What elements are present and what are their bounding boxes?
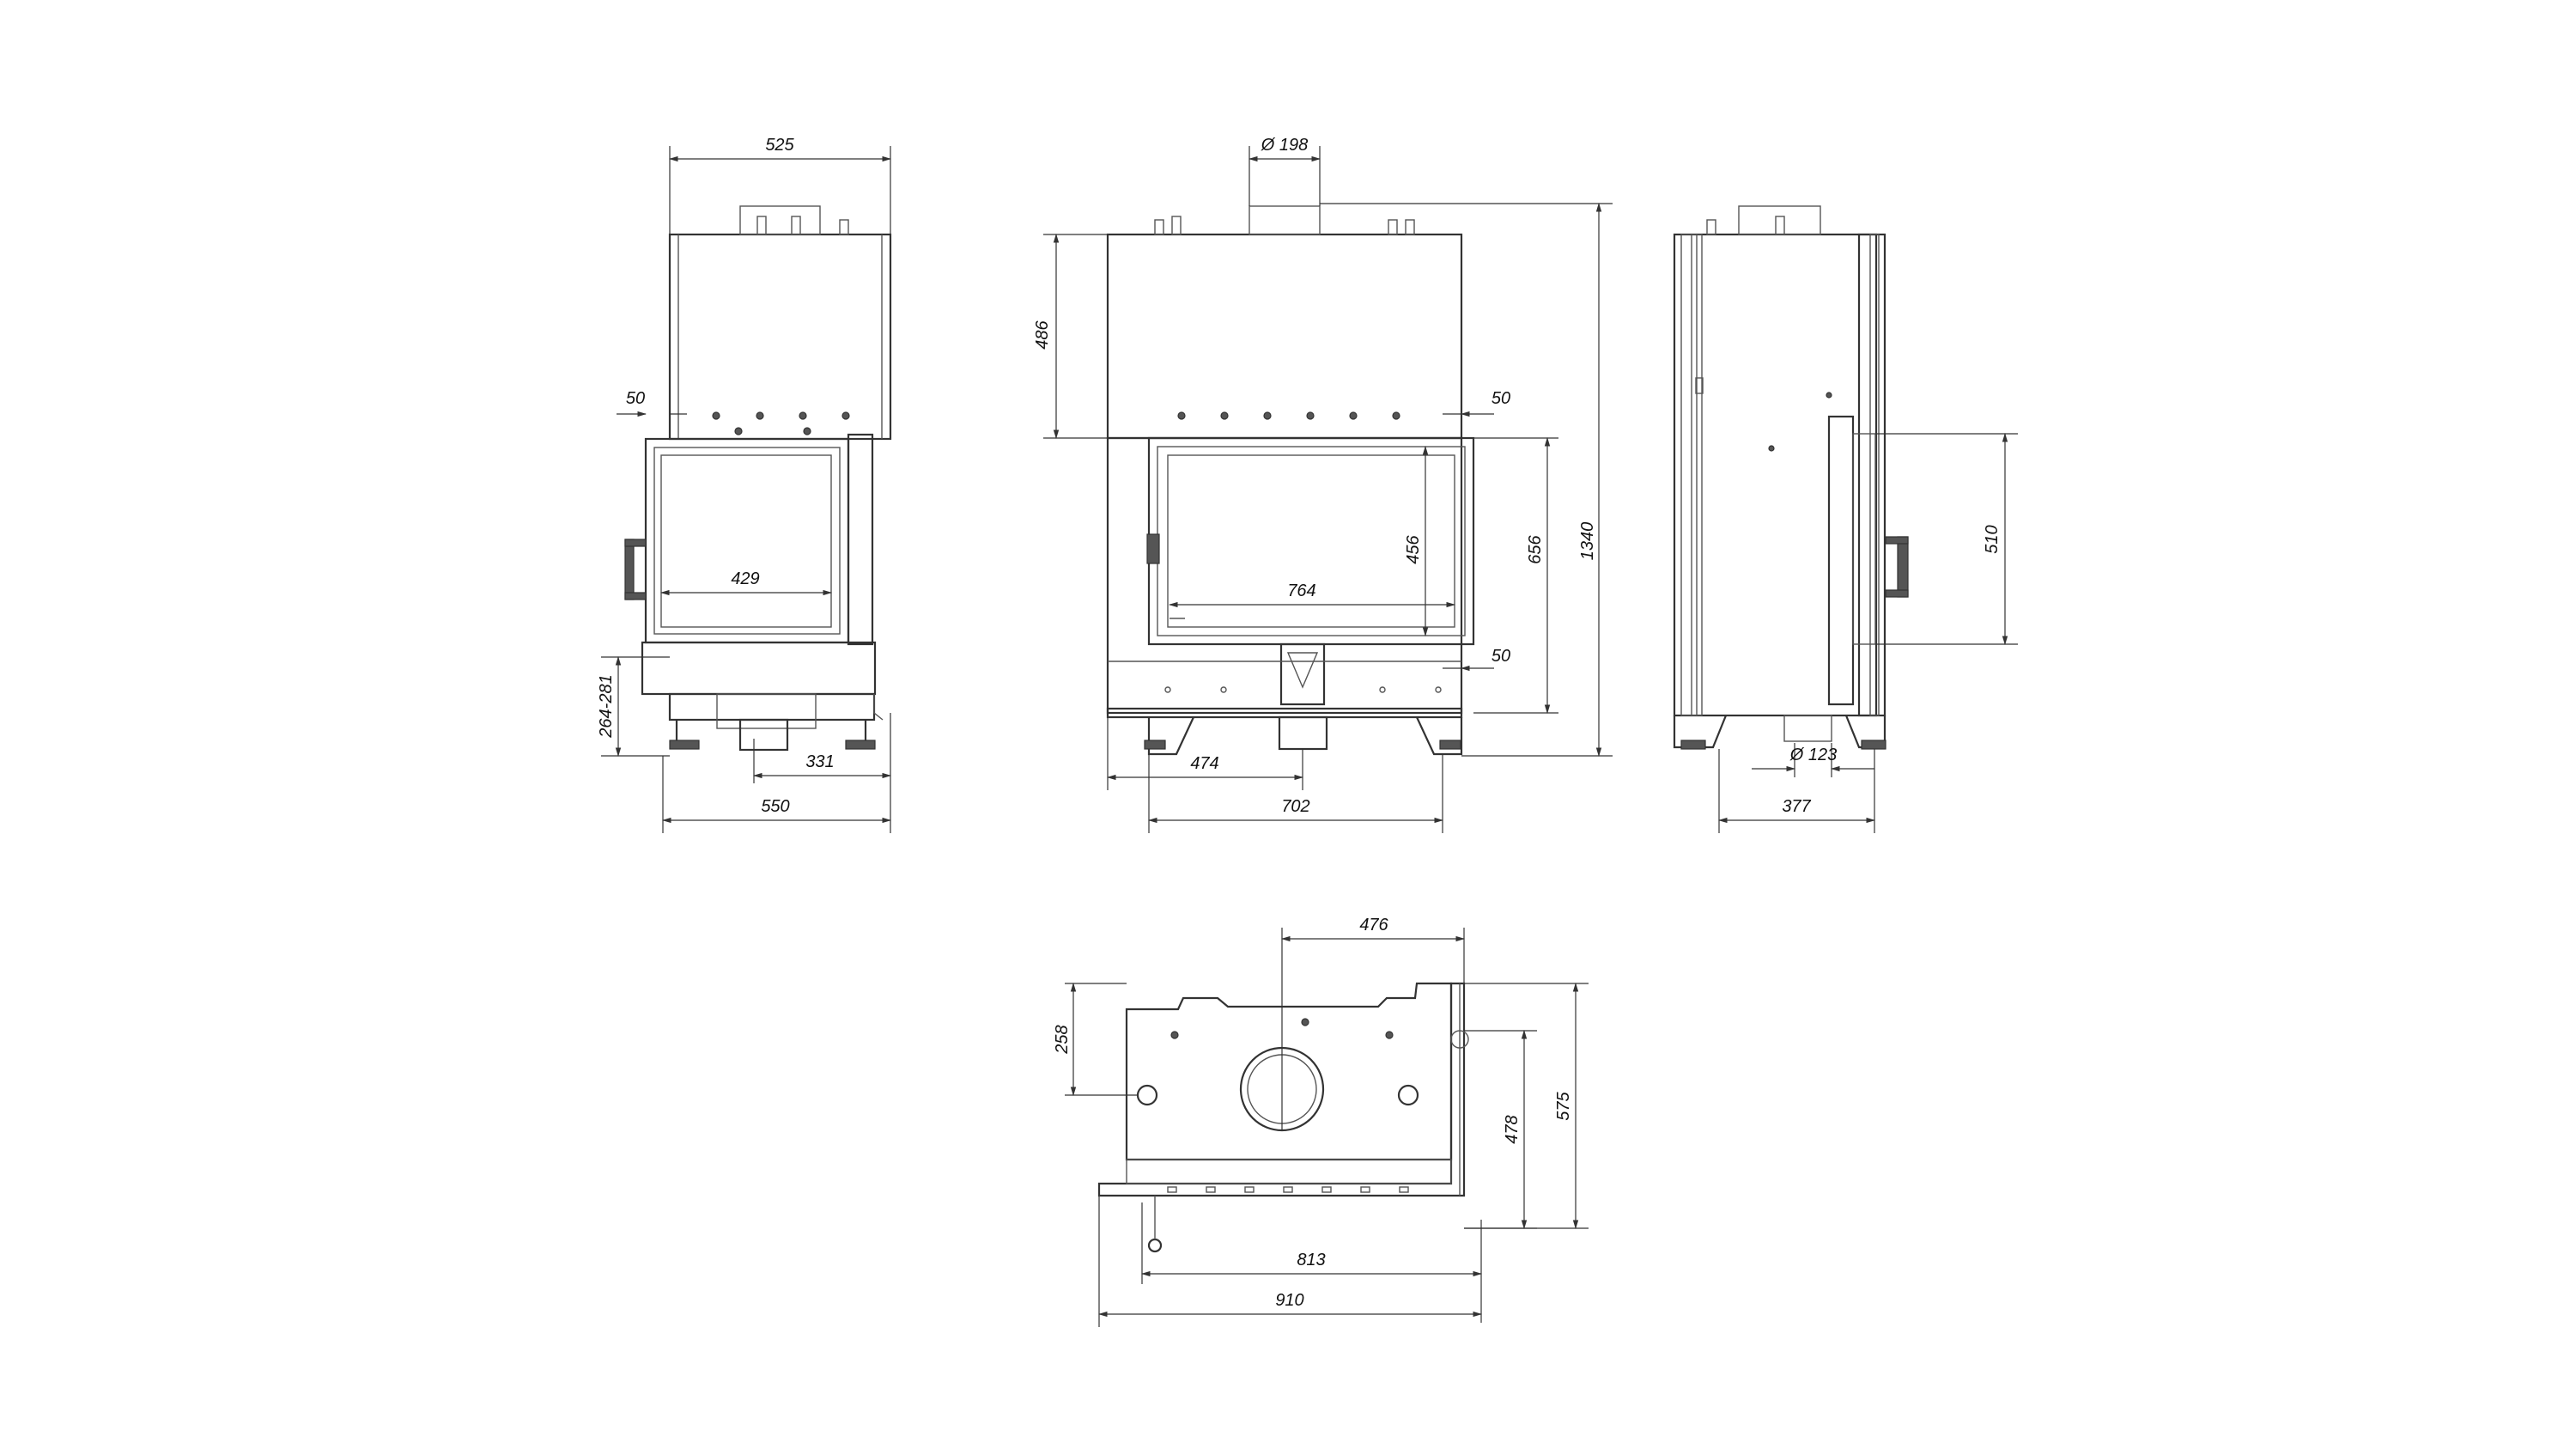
dim-plan-depth-total: 575 xyxy=(1554,1091,1573,1120)
dim-plan-total-width: 910 xyxy=(1275,1291,1303,1310)
dim-front-base-width: 550 xyxy=(761,797,789,816)
dim-front-leg-height: 264-281 xyxy=(597,674,616,738)
dim-front-outlet-offset: 331 xyxy=(805,752,834,771)
dim-flue-diameter: Ø 198 xyxy=(1261,136,1308,155)
main-view-dimensions: Ø 198 1340 486 50 656 456 764 50 474 702 xyxy=(1033,136,1613,833)
dim-main-frame-offset-bottom: 50 xyxy=(1492,647,1510,666)
dim-side-handle-height: 510 xyxy=(1983,525,2002,553)
plan-view xyxy=(1097,982,1469,1253)
dim-main-glass-width: 764 xyxy=(1287,581,1315,600)
front-view-dimensions: 525 50 429 264-281 331 550 xyxy=(597,136,892,833)
front-view xyxy=(624,205,892,752)
dim-plan-depth-inner: 478 xyxy=(1503,1115,1522,1143)
dim-main-outlet-offset: 474 xyxy=(1190,754,1218,773)
dim-main-upper-height: 486 xyxy=(1033,320,1052,349)
dim-plan-inner-width: 813 xyxy=(1297,1251,1325,1269)
dim-main-door-height: 656 xyxy=(1526,534,1545,563)
plan-view-dimensions: 476 258 478 575 813 910 xyxy=(1053,916,1589,1327)
dim-front-glass-width: 429 xyxy=(731,569,759,588)
side-view-dimensions: 510 Ø 123 377 xyxy=(1717,432,2018,833)
main-front-view xyxy=(1106,205,1475,756)
dim-inlet-diameter: Ø 123 xyxy=(1789,746,1837,764)
dim-front-frame-offset: 50 xyxy=(626,389,645,408)
dim-side-depth: 377 xyxy=(1782,797,1811,816)
dim-main-glass-height: 456 xyxy=(1404,534,1423,563)
dim-plan-center-offset: 476 xyxy=(1359,916,1388,935)
dim-main-frame-offset-top: 50 xyxy=(1492,389,1510,408)
side-view xyxy=(1673,205,1909,750)
dim-main-total-height: 1340 xyxy=(1578,522,1597,561)
dim-main-base-width: 702 xyxy=(1281,797,1309,816)
dim-front-top-width: 525 xyxy=(765,136,794,155)
dim-plan-depth-front: 258 xyxy=(1053,1025,1072,1054)
